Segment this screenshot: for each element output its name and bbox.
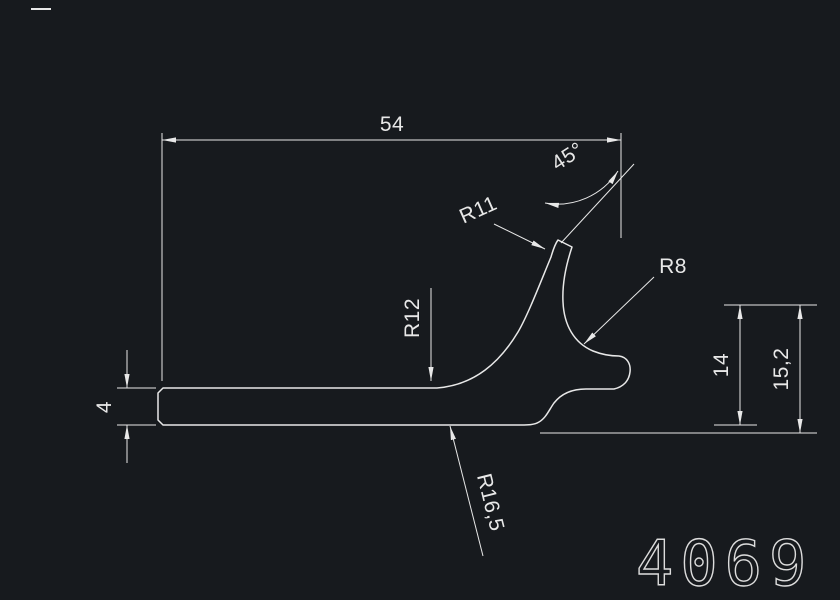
dimension-width-54: 54 [161, 113, 622, 381]
leader-line [449, 425, 484, 557]
leader-radius-r12: R12 [401, 288, 434, 381]
radius-label-r16-5: R16,5 [472, 471, 508, 533]
leader-line [583, 276, 655, 345]
radius-label-r11: R11 [456, 192, 500, 229]
profile-geometry [157, 239, 631, 426]
leader-radius-r16-5: R16,5 [449, 425, 509, 557]
dimension-height-15-2: 15,2 [770, 305, 803, 433]
leader-radius-r8: R8 [583, 255, 687, 345]
leader-radius-r11: R11 [456, 192, 546, 250]
dimension-label-width: 54 [380, 113, 404, 136]
profile-outline [157, 239, 631, 426]
dimension-thickness-4: 4 [93, 350, 156, 463]
dimension-height-14: 14 [710, 305, 743, 425]
dimension-label-thickness: 4 [93, 401, 116, 413]
leader-line [493, 223, 546, 250]
radius-label-r12: R12 [401, 298, 424, 338]
dimension-label-height-inner: 14 [710, 353, 733, 377]
angle-reference-line [560, 163, 635, 244]
dimension-label-angle: 45° [548, 138, 588, 175]
radius-label-r8: R8 [659, 255, 687, 278]
angle-dimension-arc [544, 170, 619, 208]
dimension-label-height-outer: 15,2 [770, 348, 793, 391]
drawing-number: 4069 [636, 527, 813, 600]
